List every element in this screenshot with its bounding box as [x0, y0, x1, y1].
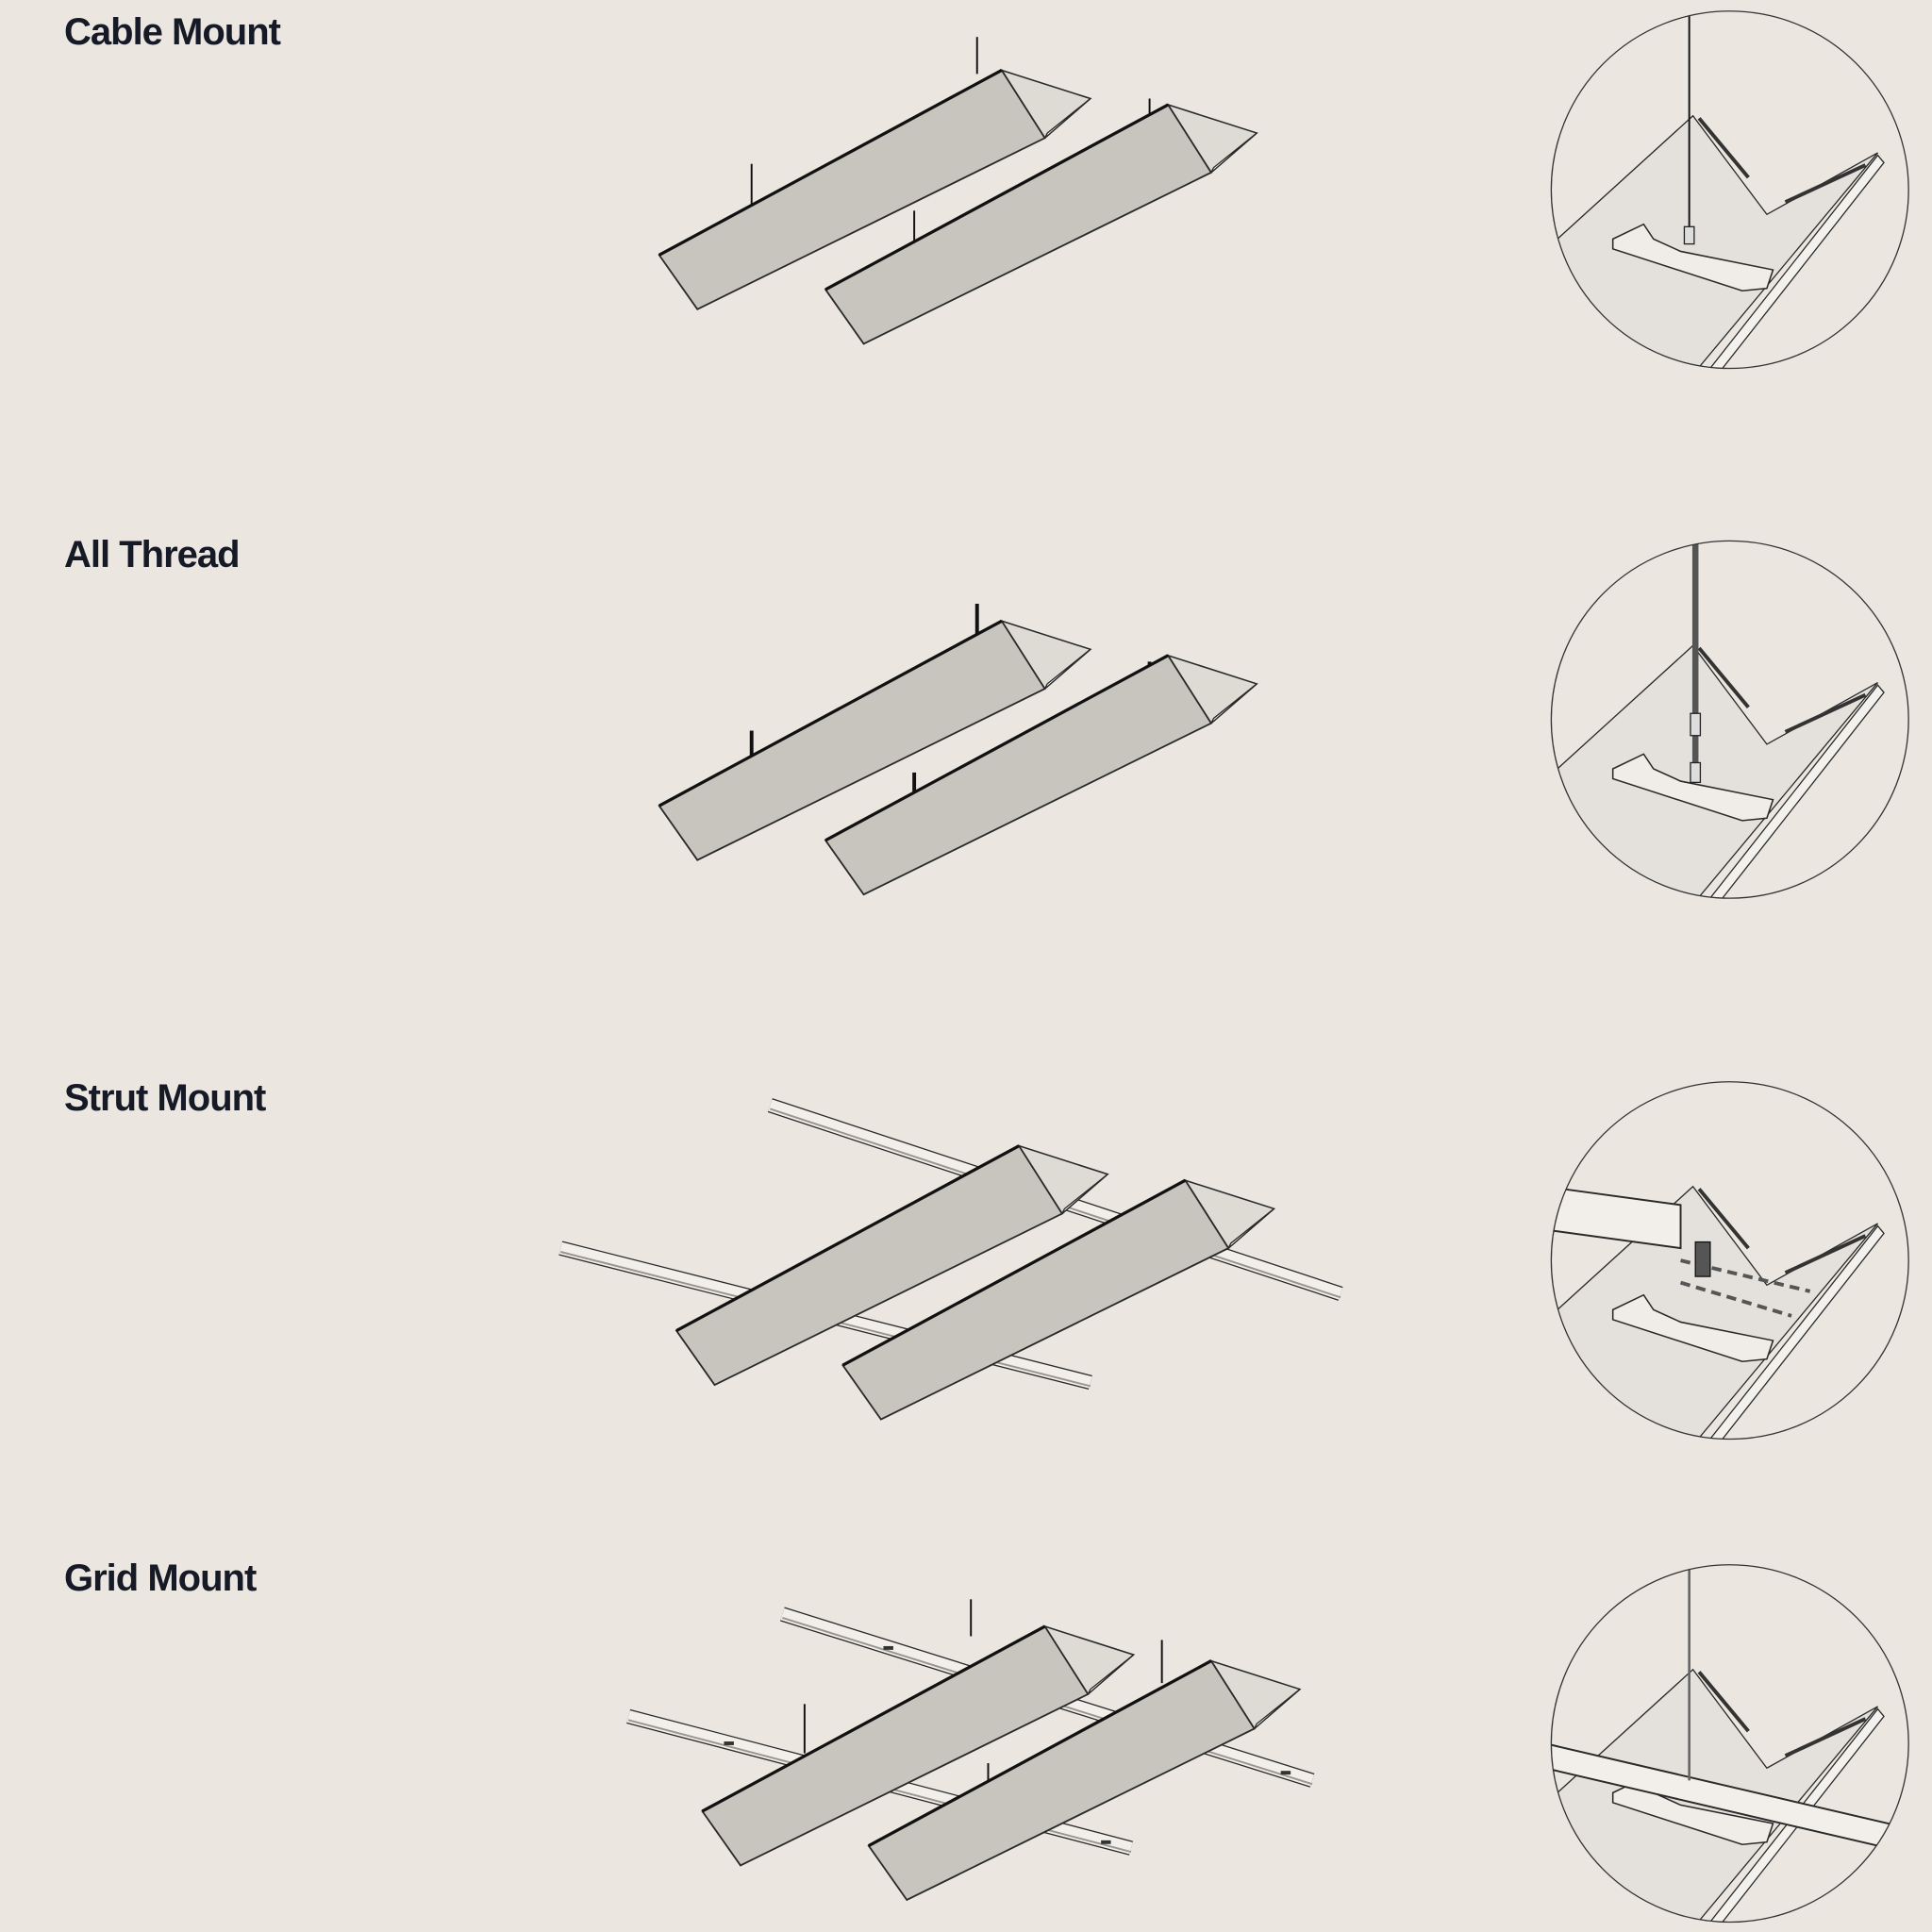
- cable-panel-1-flap-edge: [1043, 97, 1091, 139]
- grid-tee-1-slot: [883, 1645, 893, 1650]
- thread-panel-2-top-edge: [824, 654, 1169, 842]
- strut-panel-1: [675, 1144, 1109, 1387]
- grid-panel-1: [701, 1599, 1136, 1867]
- cable-panel-1: [658, 37, 1092, 310]
- grid-tee-1-slot: [1280, 1771, 1291, 1775]
- thread-detail-circle-content: [1557, 541, 1885, 899]
- thread-detail-circle-nut-2: [1690, 761, 1702, 784]
- strut-detail-circle-slot-2: [1784, 1234, 1867, 1274]
- grid-detail-circle-grid-tee: [1551, 1741, 1909, 1856]
- grid-detail-circle-content: [1551, 1564, 1909, 1923]
- cable-detail-circle-gripper: [1683, 225, 1695, 245]
- strut-detail-circle-panel-edge: [1704, 1224, 1885, 1440]
- thread-detail-circle-slot: [1697, 646, 1750, 708]
- thread-detail-circle-slot-2: [1784, 692, 1867, 734]
- strut-detail-circle: [1550, 1081, 1909, 1441]
- thread-detail-circle-bracket: [1611, 753, 1774, 822]
- thread-detail-circle-panel-edge: [1704, 684, 1885, 899]
- strut-detail-circle-outline: [1550, 1081, 1909, 1441]
- thread-detail-circle: [1550, 540, 1909, 899]
- thread-panel-1-flap-edge: [1043, 648, 1091, 690]
- cable-detail-circle-slot: [1697, 117, 1750, 179]
- cable-detail-circle-bracket: [1611, 223, 1774, 292]
- strut-detail-circle-spring: [1694, 1241, 1711, 1277]
- strut-detail-circle-slot: [1697, 1188, 1750, 1250]
- cable-panel-2: [824, 98, 1258, 345]
- strut-panel-1-flap-edge: [1061, 1174, 1108, 1215]
- thread-panel-1-top-edge: [658, 619, 1003, 808]
- strut-detail-circle-content: [1551, 1185, 1885, 1440]
- strut-detail-circle-strut: [1551, 1185, 1682, 1250]
- grid-tee-2-slot: [1101, 1840, 1111, 1844]
- strut-panel-2: [841, 1178, 1276, 1421]
- grid-detail-circle: [1550, 1564, 1909, 1924]
- cable-detail-circle: [1550, 10, 1909, 370]
- cable-detail-circle-content: [1557, 10, 1885, 369]
- section-title-all-thread: All Thread: [64, 534, 241, 575]
- section-title-strut-mount: Strut Mount: [64, 1077, 266, 1119]
- thread-detail-circle-panel: [1557, 644, 1878, 899]
- grid-panel-2-flap-edge: [1254, 1689, 1301, 1729]
- strut-panel-1-top-edge: [675, 1144, 1020, 1333]
- grid-panel-2: [867, 1640, 1302, 1902]
- grid-panel-1-flap-edge: [1087, 1654, 1135, 1695]
- strut-detail-circle-bracket: [1611, 1293, 1774, 1363]
- section-title-cable-mount: Cable Mount: [64, 11, 281, 53]
- section-title-grid-mount: Grid Mount: [64, 1557, 257, 1599]
- thread-panel-2-flap-edge: [1210, 683, 1257, 724]
- grid-detail-circle-slot-2: [1784, 1717, 1867, 1757]
- cable-detail-circle-panel-edge: [1704, 154, 1885, 369]
- strut-panel-2-top-edge: [841, 1178, 1187, 1367]
- thread-panel-2: [824, 654, 1258, 896]
- grid-detail-circle-slot: [1697, 1671, 1750, 1733]
- cable-detail-circle-outline: [1550, 10, 1909, 370]
- thread-detail-circle-nut: [1690, 712, 1702, 737]
- cable-panel-2-flap-edge: [1210, 132, 1257, 174]
- thread-detail-circle-outline: [1550, 540, 1909, 899]
- cable-panel-2-top-edge: [824, 103, 1169, 291]
- grid-tee-2-slot: [724, 1741, 734, 1745]
- cable-panel-1-top-edge: [658, 69, 1003, 257]
- thread-panel-1: [658, 603, 1092, 861]
- grid-panel-2-top-edge: [868, 1659, 1212, 1847]
- cable-detail-circle-panel: [1557, 114, 1878, 369]
- grid-detail-circle-outline: [1550, 1564, 1909, 1924]
- cable-detail-circle-slot-2: [1784, 163, 1867, 204]
- strut-panel-2-flap-edge: [1227, 1208, 1274, 1249]
- strut-detail-circle-panel: [1557, 1185, 1878, 1440]
- grid-panel-1-top-edge: [701, 1624, 1046, 1813]
- strut-detail-circle-hidden-lines: [1679, 1258, 1811, 1318]
